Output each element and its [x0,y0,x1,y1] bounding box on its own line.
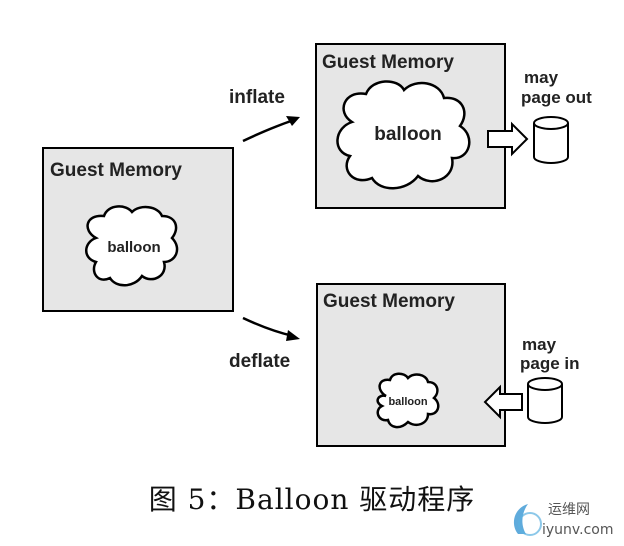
watermark-line1: 运维网 [548,502,590,518]
inflate-arrow-head [286,116,300,126]
top-right-box-title: Guest Memory [322,52,454,73]
left-balloon-cloud [85,205,179,287]
page-in-disk-icon [527,377,563,424]
left-guest-memory-box: Guest Memory balloon [42,147,234,312]
page-in-group: may page in [483,335,580,424]
deflate-arrow-head [286,330,300,341]
deflate-arrow: deflate [229,316,300,372]
page-out-line1: may [524,68,559,87]
page-out-group: may page out [487,68,592,164]
inflate-arrow-line [242,118,295,143]
bottom-right-box-title: Guest Memory [323,291,455,312]
page-in-line2: page in [520,354,580,373]
deflate-arrow-line [242,316,294,338]
page-out-arrow [487,121,529,157]
page-in-arrow [483,384,523,420]
watermark-line2: iyunv.com [542,522,613,538]
page-out-disk-icon [533,116,569,164]
page-out-line2: page out [521,88,592,107]
page-in-line1: may [522,335,557,354]
bottom-right-balloon-label: balloon [388,396,427,408]
top-right-balloon-cloud [336,80,471,190]
inflate-arrow: inflate [229,87,300,143]
left-balloon-label: balloon [107,239,160,256]
figure-caption: 图 5：Balloon 驱动程序 [148,483,476,516]
bottom-right-balloon-cloud [376,372,440,429]
inflate-label: inflate [229,87,285,108]
top-right-guest-memory-box: Guest Memory balloon [315,43,506,209]
left-box-title: Guest Memory [50,160,182,181]
deflate-label: deflate [229,351,290,372]
top-right-balloon-label: balloon [374,124,442,145]
bottom-right-guest-memory-box: Guest Memory balloon [316,283,506,447]
watermark-logo: 运维网 iyunv.com [513,502,613,538]
